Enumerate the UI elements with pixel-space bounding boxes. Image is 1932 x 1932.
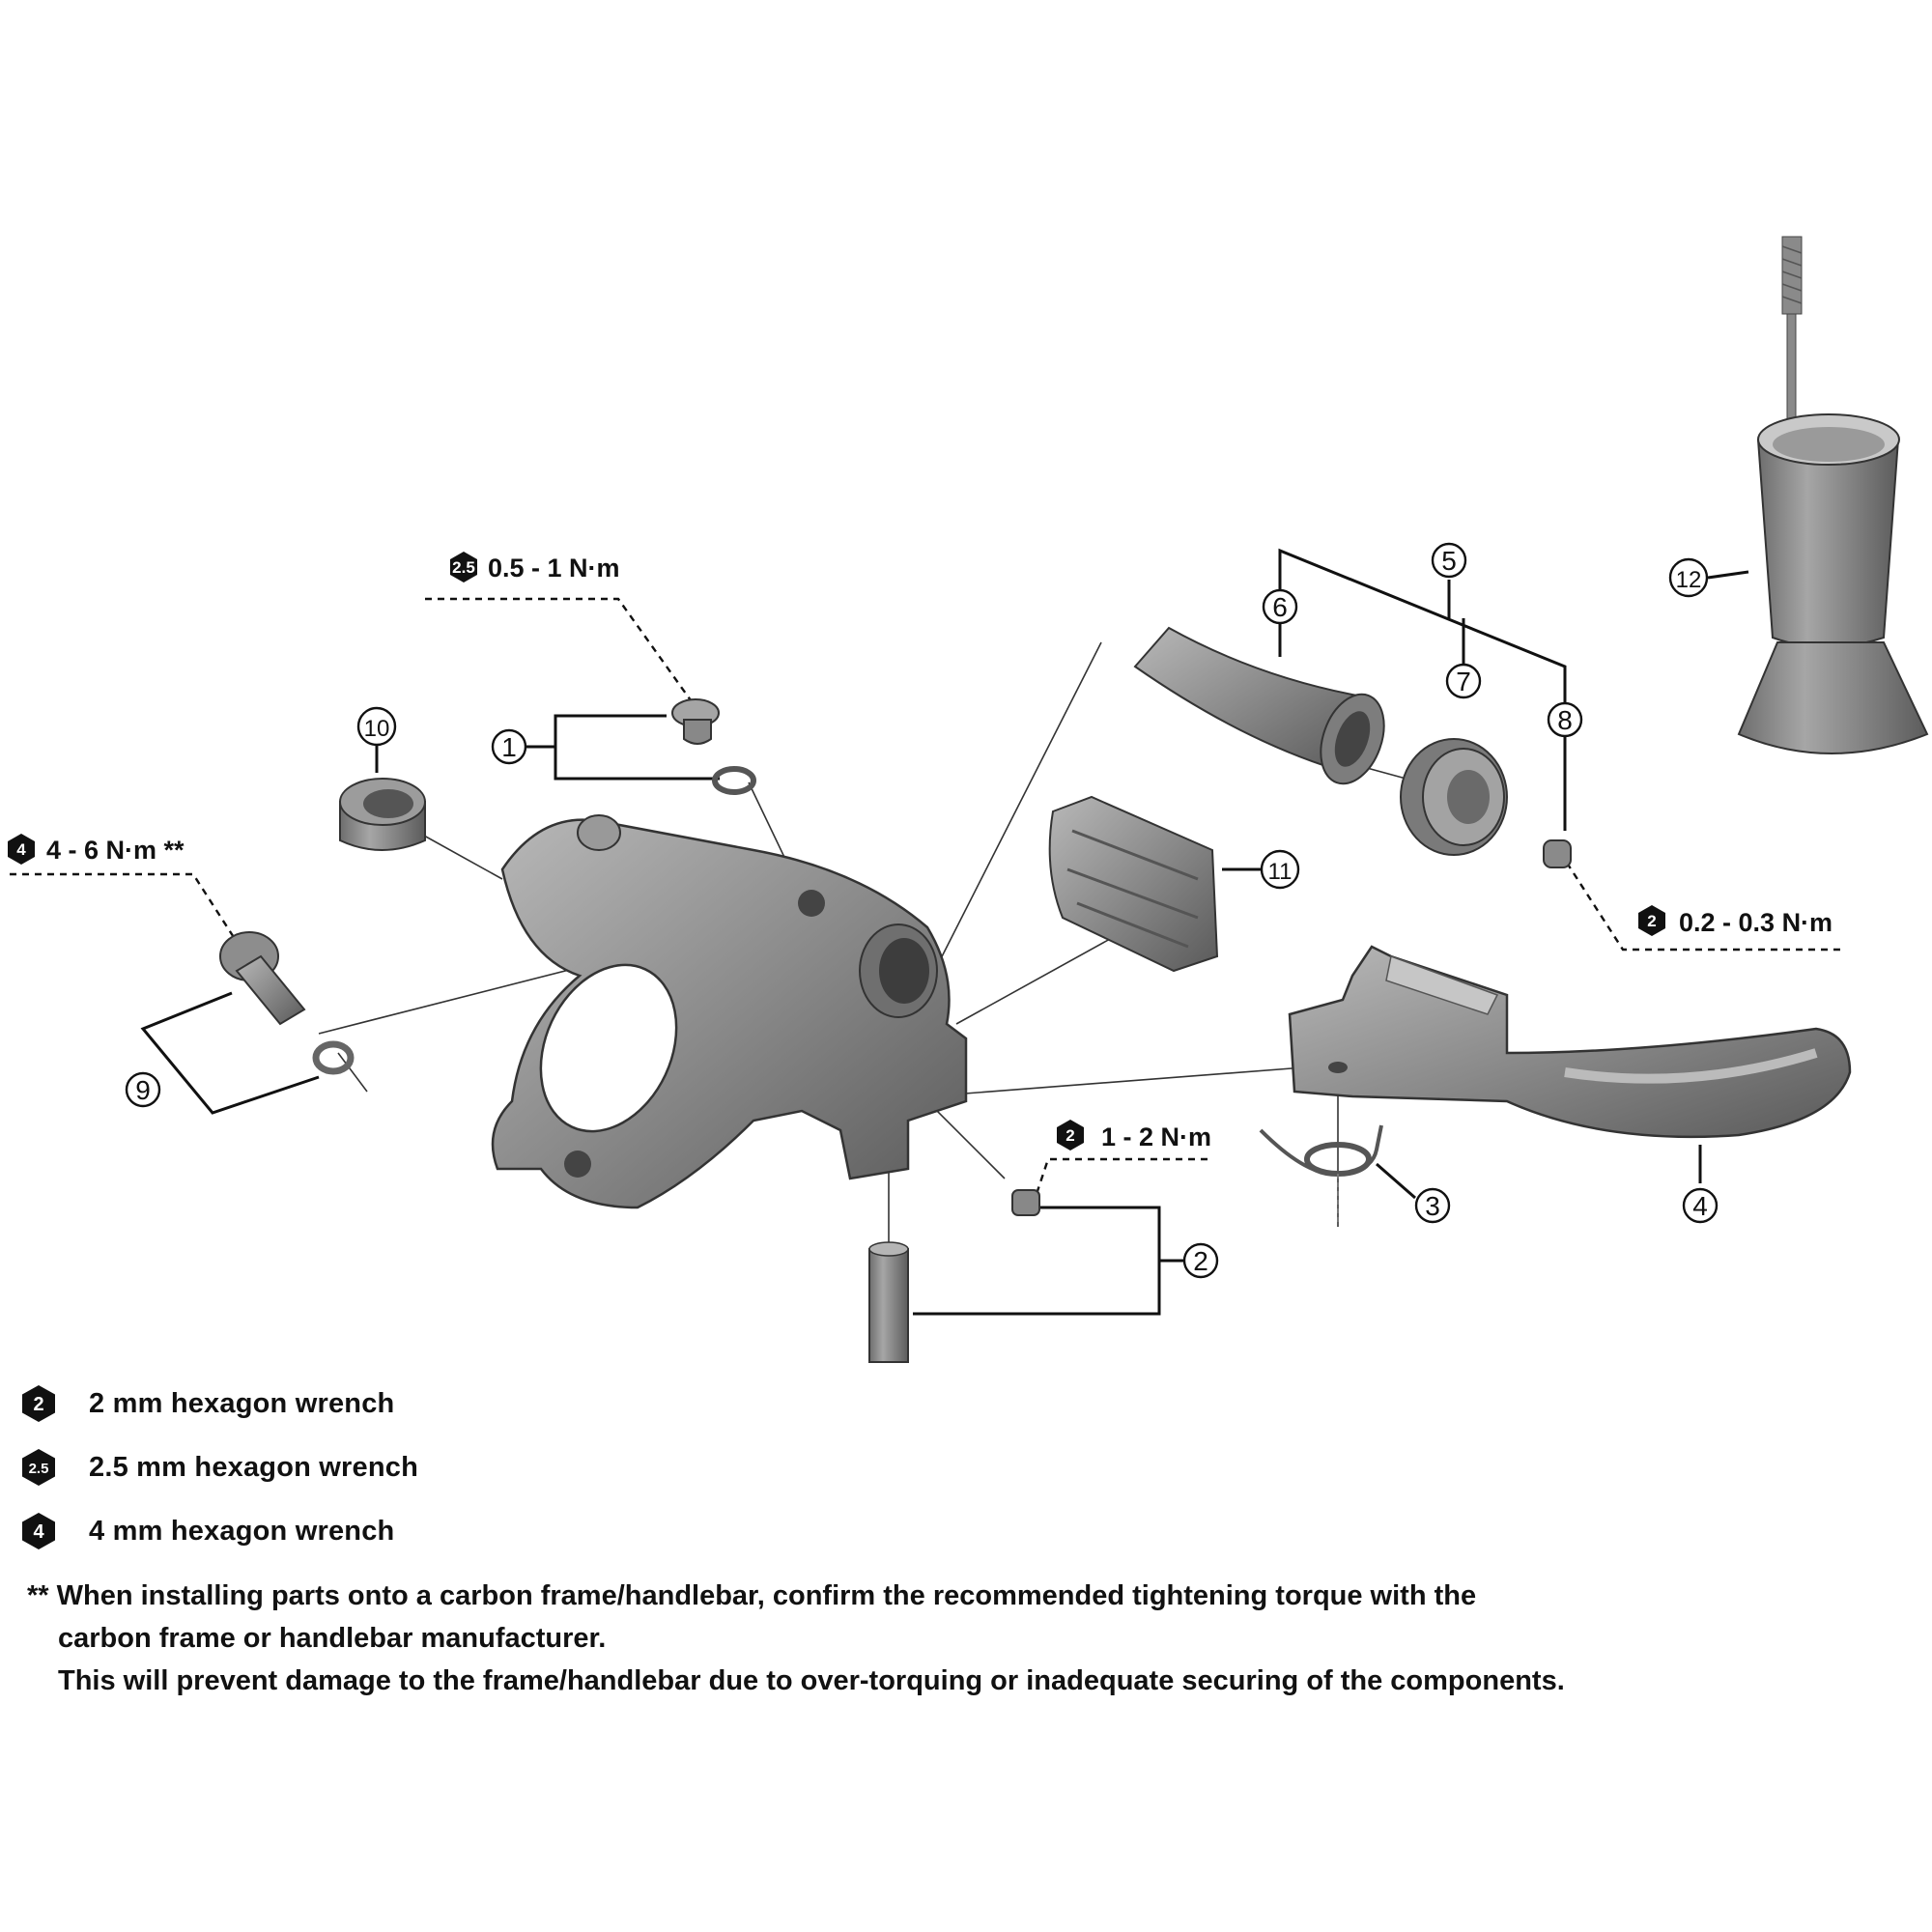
part-8-screw <box>1543 839 1572 868</box>
legend-row-2mm: 2 2 mm hexagon wrench <box>17 1372 1911 1435</box>
svg-text:5: 5 <box>1441 546 1457 576</box>
note-line-1: ** When installing parts onto a carbon f… <box>27 1580 1477 1611</box>
part-2-pin-screw <box>868 1189 1040 1363</box>
torque-label-2mm-b: 2 0.2 - 0.3 N·m <box>1638 905 1833 937</box>
part-11-cover-plate <box>1048 795 1219 973</box>
svg-text:0.5 - 1 N·m: 0.5 - 1 N·m <box>488 554 620 582</box>
svg-text:2.5: 2.5 <box>29 1461 49 1477</box>
callout-7: 7 <box>1445 663 1482 699</box>
torque-label-2mm-a: 2 1 - 2 N·m <box>1057 1120 1211 1151</box>
svg-text:8: 8 <box>1557 705 1573 735</box>
callout-4: 4 <box>1682 1187 1719 1224</box>
note-line-2: carbon frame or handlebar manufacturer. <box>58 1623 607 1654</box>
svg-text:2: 2 <box>1193 1246 1208 1276</box>
svg-text:6: 6 <box>1272 592 1288 622</box>
svg-text:2: 2 <box>33 1394 43 1415</box>
svg-text:4: 4 <box>33 1521 44 1543</box>
svg-text:2: 2 <box>1065 1126 1074 1145</box>
svg-text:10: 10 <box>364 716 390 742</box>
torque-label-4mm: 4 4 - 6 N·m ** <box>8 834 185 865</box>
callout-6: 6 <box>1262 588 1298 625</box>
legend-row-2-5mm: 2.5 2.5 mm hexagon wrench <box>17 1435 1911 1499</box>
callout-5: 5 <box>1431 542 1467 579</box>
legend-label-4mm: 4 mm hexagon wrench <box>89 1515 395 1547</box>
note-line-3: This will prevent damage to the frame/ha… <box>58 1665 1565 1696</box>
svg-text:4: 4 <box>16 840 26 859</box>
svg-text:11: 11 <box>1268 859 1293 885</box>
torque-leaders <box>10 597 1840 1204</box>
part-12-bleed-funnel <box>1737 236 1929 754</box>
callout-10: 10 <box>356 706 397 747</box>
callout-3: 3 <box>1414 1187 1451 1224</box>
carbon-torque-note: ** When installing parts onto a carbon f… <box>27 1575 1911 1702</box>
hex-wrench-4-icon: 4 <box>17 1510 60 1552</box>
part-7-cap <box>1400 738 1508 856</box>
lever-body <box>491 814 968 1209</box>
legend-label-2mm: 2 mm hexagon wrench <box>89 1387 395 1419</box>
legend-label-2-5mm: 2.5 mm hexagon wrench <box>89 1451 419 1483</box>
part-9-bolt-washer <box>219 931 355 1075</box>
svg-text:3: 3 <box>1425 1191 1440 1221</box>
callout-2: 2 <box>1182 1242 1219 1279</box>
svg-text:2.5: 2.5 <box>452 558 475 577</box>
torque-label-2-5mm: 2.5 0.5 - 1 N·m <box>450 552 620 582</box>
callout-1: 1 <box>491 728 527 765</box>
svg-text:1: 1 <box>501 732 517 762</box>
tool-legend: 2 2 mm hexagon wrench 2.5 2.5 mm hexagon… <box>17 1372 1911 1563</box>
svg-text:1 - 2 N·m: 1 - 2 N·m <box>1101 1122 1211 1151</box>
part-4-lever-blade <box>1288 945 1852 1139</box>
callout-9: 9 <box>125 1071 161 1108</box>
callout-12: 12 <box>1668 557 1709 598</box>
svg-text:4: 4 <box>1692 1191 1708 1221</box>
part-6-hose-sleeve <box>1133 626 1385 785</box>
part-10-bushing <box>339 778 426 851</box>
hex-wrench-2-5-icon: 2.5 <box>17 1446 60 1489</box>
part-1-screw-washer <box>671 698 756 795</box>
svg-text:4 - 6 N·m **: 4 - 6 N·m ** <box>46 836 185 865</box>
callout-brackets <box>140 548 1749 1316</box>
hex-wrench-2-icon: 2 <box>17 1382 60 1425</box>
callout-11: 11 <box>1260 849 1300 890</box>
svg-text:9: 9 <box>135 1075 151 1105</box>
svg-text:7: 7 <box>1456 667 1471 696</box>
svg-text:0.2 - 0.3 N·m: 0.2 - 0.3 N·m <box>1679 908 1833 937</box>
svg-text:2: 2 <box>1647 912 1656 930</box>
callout-markers: 1 2 3 4 5 6 7 8 9 10 11 12 <box>125 542 1719 1279</box>
part-3-spring <box>1259 1124 1383 1222</box>
svg-text:12: 12 <box>1676 567 1702 593</box>
legend-row-4mm: 4 4 mm hexagon wrench <box>17 1499 1911 1563</box>
callout-8: 8 <box>1547 701 1583 738</box>
